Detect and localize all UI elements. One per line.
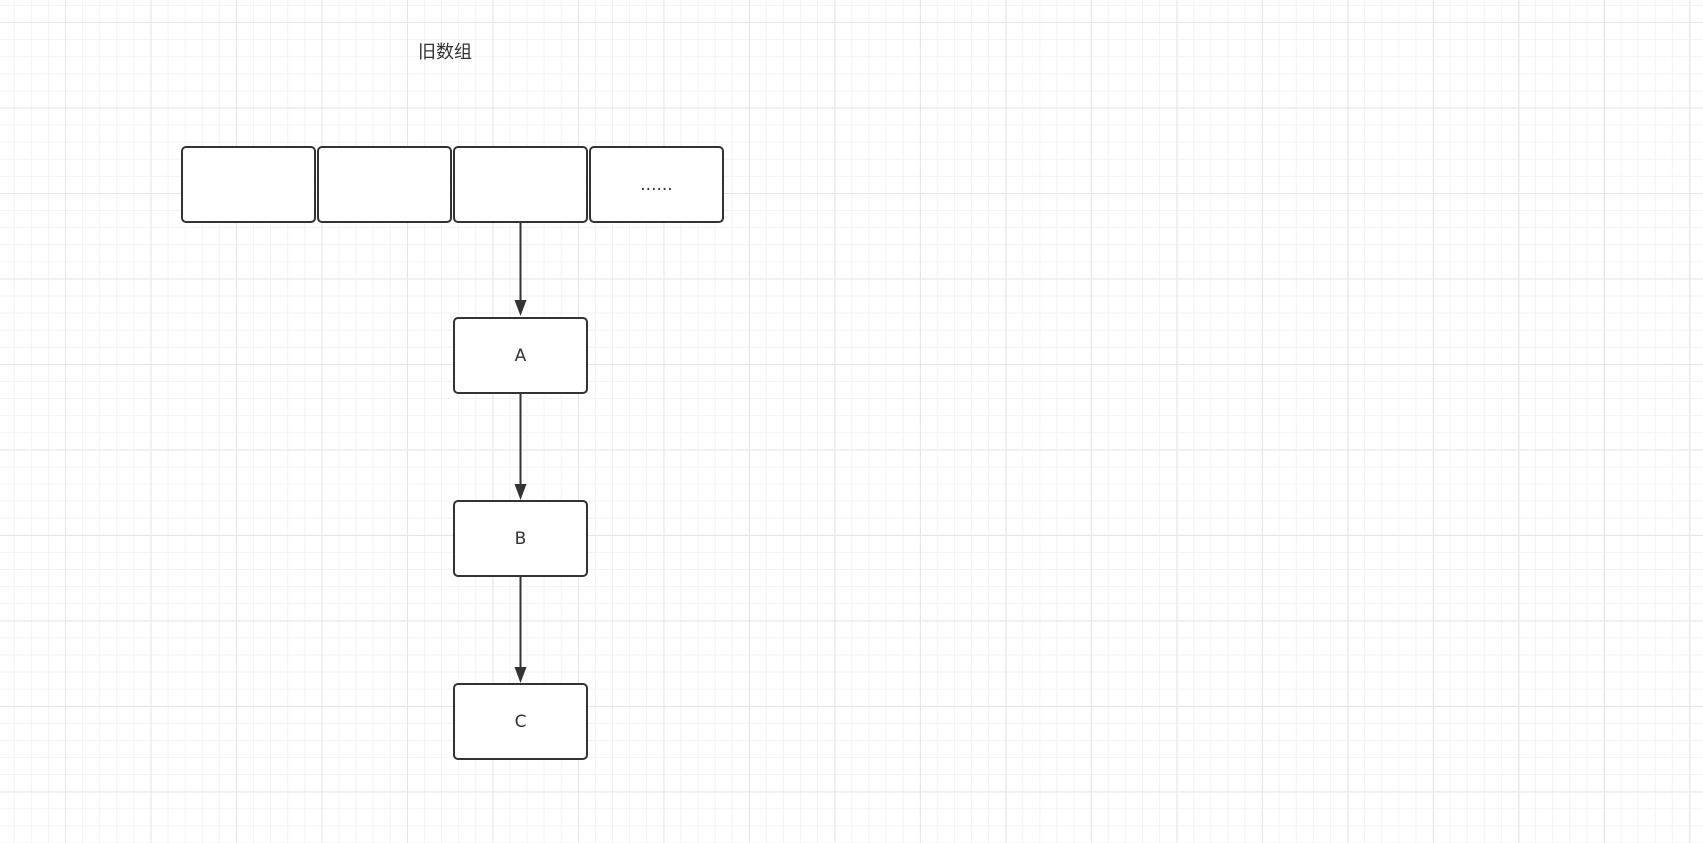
array-cell-3 bbox=[453, 146, 588, 223]
array-title: 旧数组 bbox=[418, 42, 472, 63]
edge-a-to-b bbox=[514, 394, 527, 500]
edge-cell-to-a bbox=[514, 223, 527, 316]
array-cell-1 bbox=[181, 146, 316, 223]
arrowhead-icon bbox=[514, 300, 527, 316]
array-cell-ellipsis: ...... bbox=[589, 146, 724, 223]
array-cell-2 bbox=[317, 146, 452, 223]
arrowhead-icon bbox=[514, 484, 527, 500]
node-b: B bbox=[453, 500, 588, 577]
arrowhead-icon bbox=[514, 667, 527, 683]
node-a: A bbox=[453, 317, 588, 394]
edge-b-to-c bbox=[514, 577, 527, 683]
node-c: C bbox=[453, 683, 588, 760]
